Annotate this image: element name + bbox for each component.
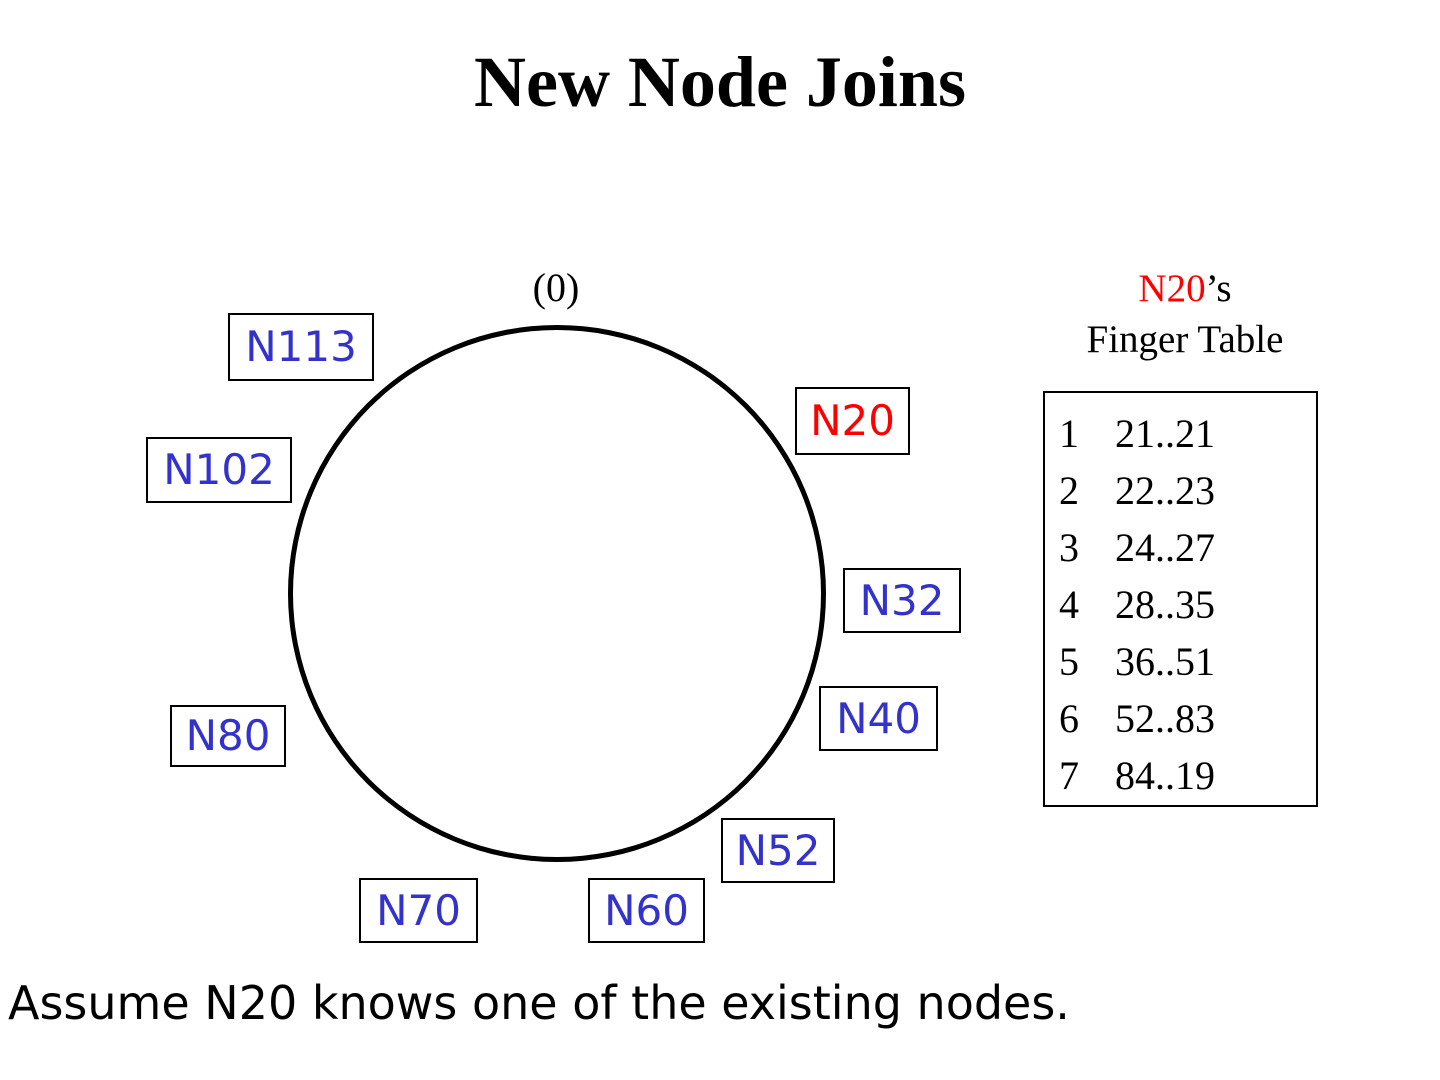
finger-entry-range: 24..27 — [1115, 525, 1215, 570]
finger-table-row: 3 24..27 — [1045, 519, 1316, 576]
node-label-n70: N70 — [359, 878, 478, 943]
finger-entry-range: 22..23 — [1115, 468, 1215, 513]
finger-entry-index: 3 — [1059, 525, 1079, 570]
finger-entry-index: 6 — [1059, 696, 1079, 741]
node-label-n20: N20 — [795, 387, 910, 455]
finger-entry-range: 28..35 — [1115, 582, 1215, 627]
finger-entry-range: 36..51 — [1115, 639, 1215, 684]
node-label-n80: N80 — [170, 705, 286, 767]
page-title: New Node Joins — [473, 42, 966, 122]
ring-origin-label: (0) — [532, 265, 580, 310]
node-label-n52: N52 — [721, 818, 835, 883]
node-label-n32: N32 — [843, 568, 961, 633]
slide-caption: Assume N20 knows one of the existing nod… — [8, 976, 1070, 1030]
node-label-n60: N60 — [588, 878, 705, 943]
finger-entry-index: 1 — [1059, 411, 1079, 456]
finger-table-title: Finger Table — [1086, 317, 1284, 361]
finger-table-row: 7 84..19 — [1045, 747, 1316, 804]
finger-entry-range: 84..19 — [1115, 753, 1215, 798]
finger-entry-range: 52..83 — [1115, 696, 1215, 741]
node-label-n102: N102 — [146, 437, 292, 503]
finger-table-row: 5 36..51 — [1045, 633, 1316, 690]
chord-ring-circle — [288, 325, 826, 862]
node-label-n113: N113 — [228, 313, 374, 381]
finger-entry-index: 5 — [1059, 639, 1079, 684]
finger-entry-index: 4 — [1059, 582, 1079, 627]
finger-table-row: 6 52..83 — [1045, 690, 1316, 747]
finger-table-row: 4 28..35 — [1045, 576, 1316, 633]
finger-table-owner-suffix: ’s — [1205, 267, 1232, 310]
finger-entry-index: 2 — [1059, 468, 1079, 513]
finger-table-row: 2 22..23 — [1045, 462, 1316, 519]
finger-entry-index: 7 — [1059, 753, 1079, 798]
finger-table: 1 21..21 2 22..23 3 24..27 4 28..35 5 36..51 6 52..… — [1043, 391, 1318, 807]
finger-entry-range: 21..21 — [1115, 411, 1215, 456]
finger-table-row: 1 21..21 — [1045, 405, 1316, 462]
finger-table-owner: N20 — [1138, 267, 1206, 310]
node-label-n40: N40 — [819, 686, 938, 751]
finger-table-heading: N20’s Finger Table — [1040, 264, 1330, 365]
